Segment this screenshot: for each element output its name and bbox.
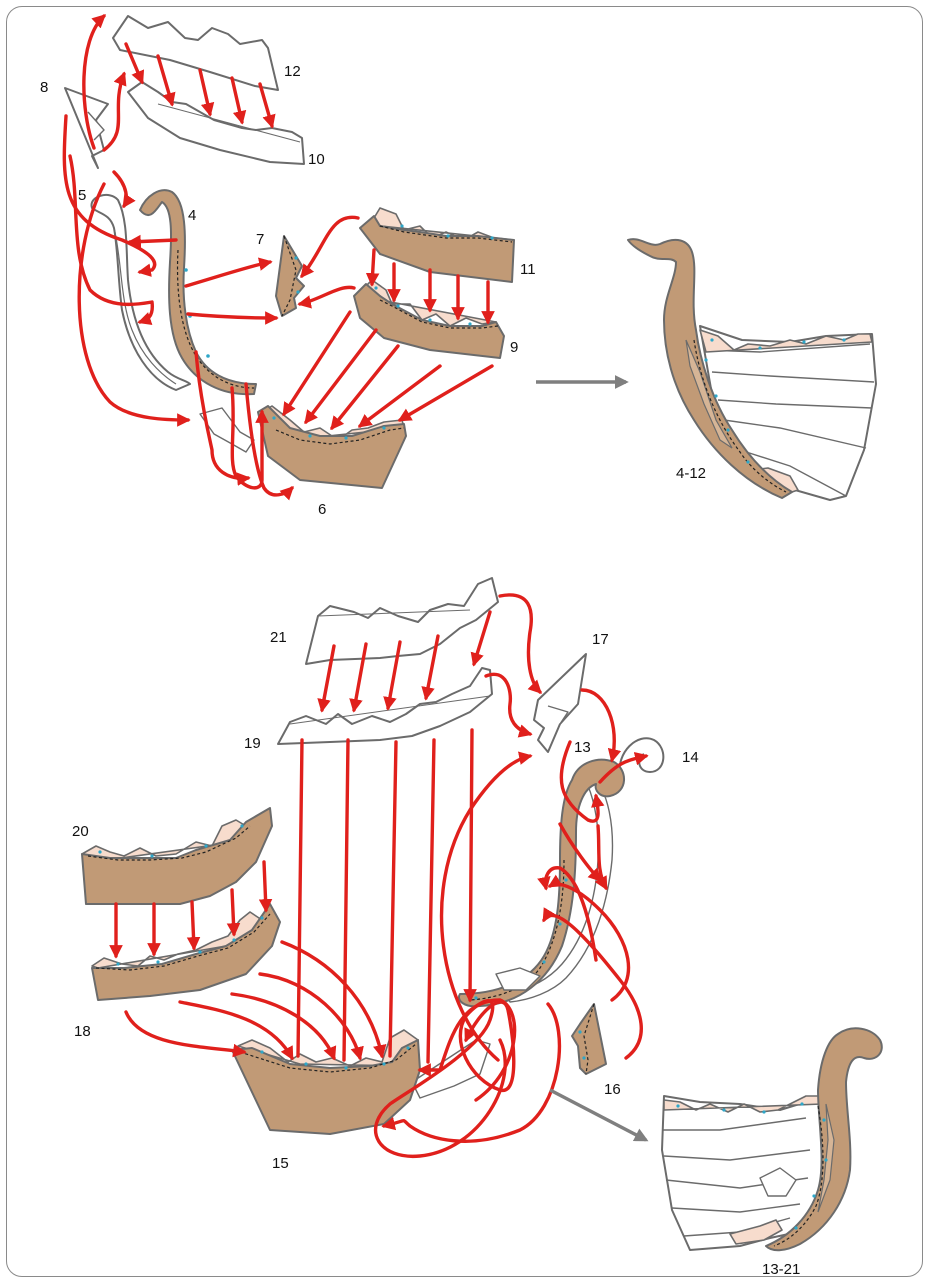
piece-18 <box>92 904 280 1000</box>
piece-20 <box>82 808 272 904</box>
piece-16 <box>572 1004 606 1074</box>
label-part-4: 4 <box>188 207 196 224</box>
label-result-13-21: 13-21 <box>762 1261 800 1278</box>
label-part-8: 8 <box>40 79 48 96</box>
label-part-15: 15 <box>272 1155 289 1172</box>
piece-12 <box>113 16 278 90</box>
piece-21 <box>306 578 498 664</box>
label-part-12: 12 <box>284 63 301 80</box>
result-4-12 <box>628 239 876 500</box>
label-part-19: 19 <box>244 735 261 752</box>
piece-17 <box>534 654 586 752</box>
label-part-16: 16 <box>604 1081 621 1098</box>
label-result-4-12: 4-12 <box>676 465 706 482</box>
label-part-14: 14 <box>682 749 699 766</box>
piece-13 <box>459 760 624 1007</box>
label-part-7: 7 <box>256 231 264 248</box>
piece-10 <box>128 82 304 164</box>
label-part-11: 11 <box>520 261 536 278</box>
result-13-21 <box>662 1028 882 1250</box>
piece-15 <box>232 1030 490 1134</box>
label-part-21: 21 <box>270 629 287 646</box>
piece-11 <box>360 208 514 282</box>
label-part-20: 20 <box>72 823 89 840</box>
label-part-13: 13 <box>574 739 591 756</box>
piece-19 <box>278 668 492 744</box>
label-part-5: 5 <box>78 187 86 204</box>
label-part-18: 18 <box>74 1023 91 1040</box>
result-arrow-bottom <box>550 1090 646 1140</box>
label-part-6: 6 <box>318 501 326 518</box>
label-part-17: 17 <box>592 631 609 648</box>
label-part-9: 9 <box>510 339 518 356</box>
label-part-10: 10 <box>308 151 325 168</box>
